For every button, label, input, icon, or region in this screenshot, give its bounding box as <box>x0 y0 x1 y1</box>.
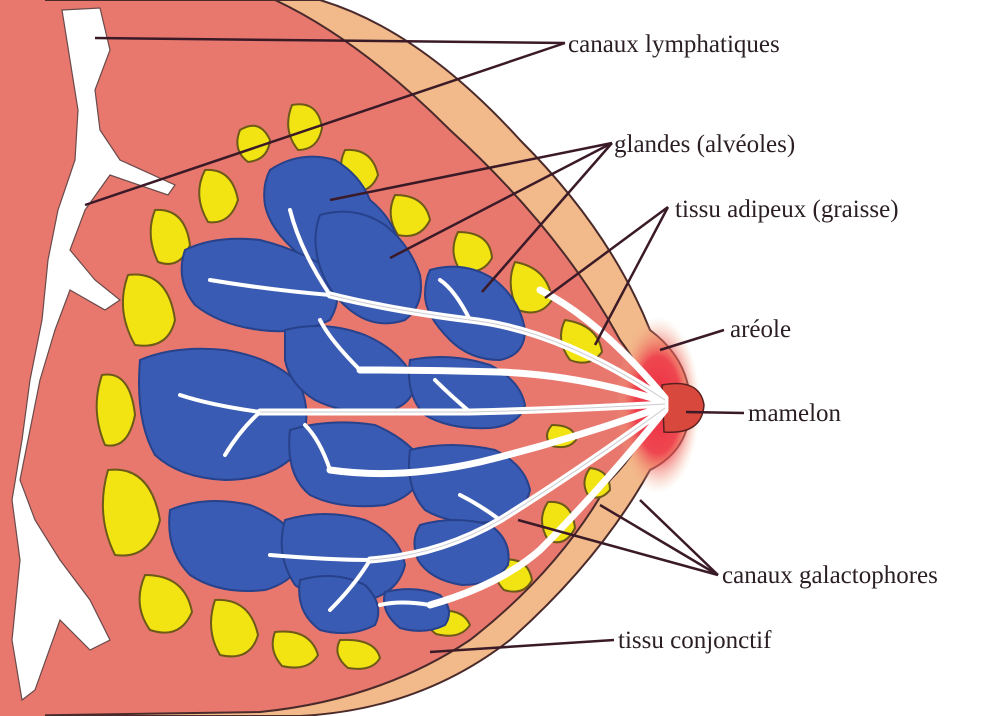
label-canaux-lymphatiques: canaux lymphatiques <box>568 31 780 58</box>
label-canaux-galactophores: canaux galactophores <box>722 562 938 589</box>
label-mamelon: mamelon <box>748 400 842 427</box>
label-tissu-conjonctif: tissu conjonctif <box>618 627 772 654</box>
label-tissu-adipeux: tissu adipeux (graisse) <box>675 196 899 223</box>
label-glandes: glandes (alvéoles) <box>614 131 795 158</box>
label-areole: aréole <box>730 316 791 343</box>
